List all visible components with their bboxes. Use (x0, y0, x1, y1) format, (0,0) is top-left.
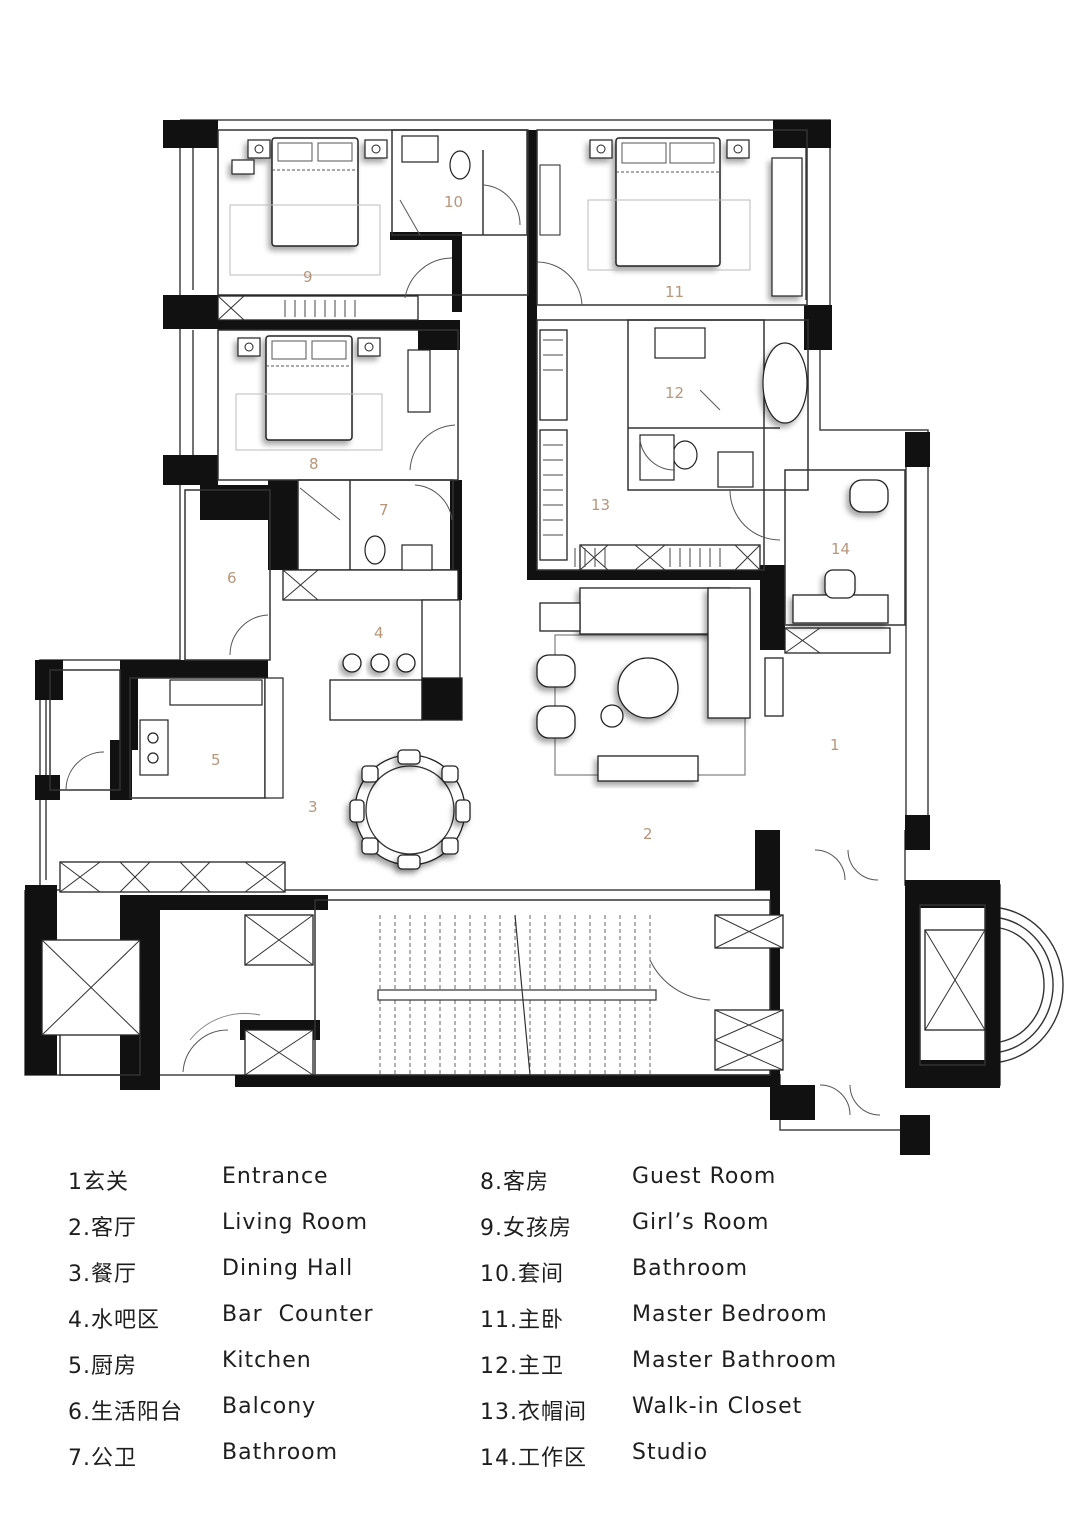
legend: 1玄关 Entrance 2.客厅 Living Room 3.餐厅 Dinin… (0, 1150, 1080, 1510)
legend-en-10: Bathroom (632, 1256, 749, 1281)
room-number-6: 6 (227, 569, 237, 587)
cabinet-crosses (41, 295, 986, 1076)
legend-cn-10: 10.套间 (480, 1262, 564, 1287)
legend-cn-3: 3.餐厅 (68, 1262, 137, 1287)
beds (265, 137, 721, 441)
room-number-14: 14 (831, 540, 850, 558)
wardrobe-hangers (284, 300, 721, 567)
lamp-marks (244, 144, 743, 352)
legend-cn-12: 12.主卫 (480, 1354, 564, 1379)
legend-en-12: Master Bathroom (632, 1348, 838, 1373)
legend-cn-13: 13.衣帽间 (480, 1400, 587, 1425)
doors (65, 184, 881, 1116)
tv-cabinet-master (539, 164, 561, 236)
legend-en-11: Master Bedroom (632, 1302, 828, 1327)
legend-en-2: Living Room (222, 1210, 369, 1235)
bathroom-fixtures (364, 135, 808, 571)
bay-window (999, 907, 1064, 1063)
legend-cn-14: 14.工作区 (480, 1446, 587, 1471)
legend-cn-5: 5.厨房 (68, 1354, 137, 1379)
living-room-furniture (536, 587, 784, 782)
room-number-1: 1 (830, 736, 840, 754)
legend-en-4: Bar Counter (222, 1302, 374, 1327)
room-number-4: 4 (374, 624, 384, 642)
legend-cn-1: 1玄关 (68, 1170, 129, 1195)
stair-frame (377, 914, 657, 1076)
room-numbers: 1 2 3 4 5 6 7 8 9 10 11 12 13 14 (211, 193, 850, 843)
room-number-12: 12 (665, 384, 684, 402)
legend-en-5: Kitchen (222, 1348, 312, 1373)
legend-cn-11: 11.主卧 (480, 1308, 564, 1333)
legend-en-14: Studio (632, 1440, 709, 1465)
room-number-3: 3 (308, 798, 318, 816)
bar-counter (329, 599, 463, 721)
kitchen (139, 677, 284, 799)
dining-table (349, 749, 471, 870)
legend-en-9: Girl’s Room (632, 1210, 770, 1235)
legend-en-8: Guest Room (632, 1164, 777, 1189)
bed-details (229, 142, 751, 451)
legend-cn-6: 6.生活阳台 (68, 1400, 183, 1425)
bench-master (771, 157, 803, 297)
room-number-13: 13 (591, 496, 610, 514)
legend-en-13: Walk-in Closet (632, 1394, 803, 1419)
stairs (379, 915, 651, 1075)
legend-en-3: Dining Hall (222, 1256, 354, 1281)
studio-furniture (792, 479, 889, 624)
legend-cn-9: 9.女孩房 (480, 1216, 572, 1241)
legend-cn-7: 7.公卫 (68, 1446, 137, 1471)
legend-cn-4: 4.水吧区 (68, 1308, 160, 1333)
legend-cn-2: 2.客厅 (68, 1216, 137, 1241)
room-number-8: 8 (309, 455, 319, 473)
legend-en-1: Entrance (222, 1164, 329, 1189)
room-number-7: 7 (379, 501, 389, 519)
legend-en-6: Balcony (222, 1394, 317, 1419)
room-number-2: 2 (643, 825, 653, 843)
room-number-9: 9 (303, 268, 313, 286)
floor-plan: 1 2 3 4 5 6 7 8 9 10 11 12 13 14 (24, 119, 1064, 1155)
room-number-10: 10 (444, 193, 463, 211)
nightstands (231, 139, 750, 357)
room-number-5: 5 (211, 751, 221, 769)
legend-cn-8: 8.客房 (480, 1170, 549, 1195)
room-number-11: 11 (665, 283, 684, 301)
legend-en-7: Bathroom (222, 1440, 339, 1465)
